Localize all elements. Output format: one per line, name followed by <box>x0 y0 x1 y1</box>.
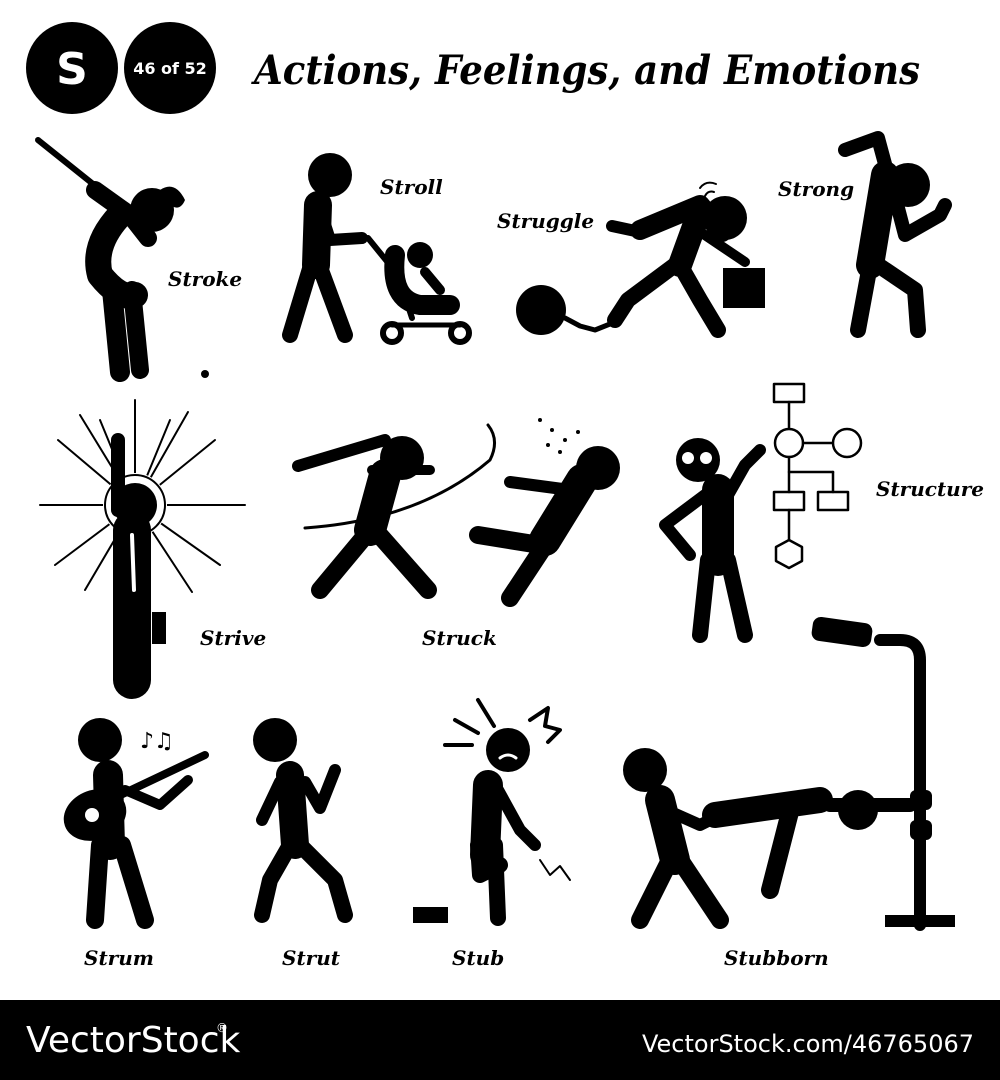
stub-label: Stub <box>452 946 504 970</box>
structure-pictogram <box>659 382 863 643</box>
page-counter-badge <box>124 22 216 114</box>
strive-pictogram <box>39 399 246 699</box>
structure-label: Structure <box>876 477 984 501</box>
strum-label: Strum <box>84 946 154 970</box>
page-counter-text: 46 of 52 <box>133 59 207 78</box>
strong-label: Strong <box>778 177 854 201</box>
struggle-label: Struggle <box>497 209 594 233</box>
svg-text:♪♫: ♪♫ <box>140 729 174 754</box>
watermark-brand: VectorStock <box>26 1020 241 1061</box>
strut-label: Strut <box>282 946 341 970</box>
stroke-pictogram <box>35 137 209 382</box>
strive-label: Strive <box>200 626 266 650</box>
watermark-registered: ® <box>216 1021 228 1035</box>
stubborn-label: Stubborn <box>724 946 829 970</box>
strut-pictogram <box>253 718 353 923</box>
letter-badge <box>26 22 118 114</box>
struck-pictogram <box>292 418 620 607</box>
watermark-url: VectorStock.com/46765067 <box>642 1030 974 1058</box>
letter-badge-text: S <box>56 44 88 95</box>
stub-pictogram <box>413 698 571 926</box>
stroll-label: Stroll <box>380 175 443 199</box>
stroll-pictogram <box>282 153 472 345</box>
stubborn-pictogram <box>623 616 955 931</box>
page-title: Actions, Feelings, and Emotions <box>250 47 920 94</box>
struck-label: Struck <box>422 626 497 650</box>
strum-pictogram: ♪♫ <box>63 718 209 929</box>
stroke-label: Stroke <box>168 267 242 291</box>
watermark-bar: VectorStock ® VectorStock.com/46765067 <box>0 1000 1000 1080</box>
struggle-pictogram <box>516 181 765 338</box>
header: S 46 of 52 Actions, Feelings, and Emotio… <box>26 22 920 114</box>
strong-pictogram <box>838 131 952 338</box>
